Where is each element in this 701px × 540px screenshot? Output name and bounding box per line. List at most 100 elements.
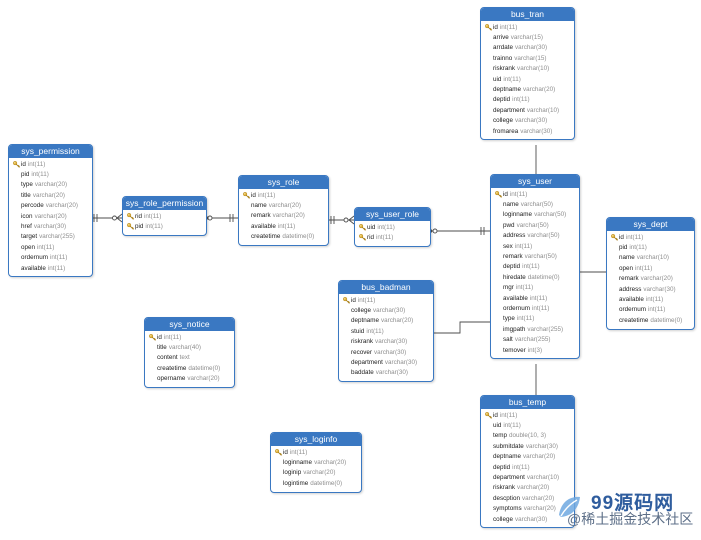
column-type: int(11): [515, 284, 534, 292]
column-name: deptid: [493, 463, 511, 471]
column-name: department: [351, 359, 383, 367]
column-type: varchar(30): [520, 127, 553, 135]
column-name: deptname: [493, 86, 522, 94]
column-name: sex: [503, 242, 513, 250]
column-type: int(11): [645, 296, 664, 304]
column-type: int(11): [531, 304, 550, 312]
column-type: int(11): [516, 315, 535, 323]
column-type: varchar(30): [643, 285, 676, 293]
column-name: pid: [21, 171, 30, 179]
table-header: bus_badman: [339, 281, 433, 294]
column-name: department: [493, 474, 525, 482]
column-type: int(11): [47, 264, 66, 272]
column-type: int(11): [522, 263, 540, 271]
column-type: varchar(10): [517, 65, 550, 73]
column-type: int(11): [366, 327, 384, 335]
column-type: varchar(30): [375, 369, 408, 377]
column-type: text: [179, 354, 190, 362]
column-name: loginip: [283, 469, 302, 477]
column-name: id: [21, 160, 26, 168]
watermark-brand: 99源码网: [591, 493, 675, 514]
column-name: riskrank: [493, 484, 516, 492]
column-type: int(11): [163, 333, 182, 341]
table-header: bus_temp: [481, 396, 574, 409]
column-name: riskrank: [351, 338, 374, 346]
column-name: rid: [135, 212, 142, 220]
column-name: available: [251, 222, 276, 230]
column-name: title: [157, 344, 167, 352]
column-name: id: [493, 411, 498, 419]
column-type: varchar(20): [303, 469, 336, 477]
column-type: varchar(10): [636, 254, 669, 262]
column-name: pwd: [503, 221, 515, 229]
column-type: varchar(30): [514, 44, 548, 52]
column-type: varchar(255): [527, 325, 564, 333]
column-name: college: [351, 307, 371, 315]
column-type: varchar(20): [523, 505, 556, 513]
column-name: riskrank: [493, 65, 516, 73]
table-header: sys_dept: [607, 218, 694, 231]
column-type: varchar(20): [272, 212, 305, 220]
column-type: varchar(15): [514, 54, 547, 62]
column-name: logintime: [283, 479, 309, 487]
column-type: int(11): [629, 244, 647, 252]
column-type: varchar(20): [34, 181, 68, 189]
column-name: ordernum: [503, 304, 530, 312]
column-type: varchar(50): [534, 211, 567, 219]
column-name: id: [283, 448, 288, 456]
column-type: datetime(0): [310, 479, 343, 487]
column-name: target: [21, 233, 38, 241]
key-icon: [495, 190, 503, 198]
column-type: int(3): [527, 346, 543, 354]
column-name: id: [503, 190, 508, 198]
column-type: int(11): [145, 223, 163, 231]
column-name: arrdate: [493, 44, 513, 52]
table-header: sys_role_permission: [123, 197, 206, 210]
column-name: submitdate: [493, 442, 524, 450]
column-type: varchar(10): [526, 106, 560, 114]
table-header: sys_notice: [145, 318, 234, 331]
column-type: int(11): [27, 160, 46, 168]
column-name: descption: [493, 494, 520, 502]
column-name: college: [493, 117, 513, 125]
column-name: rid: [367, 234, 374, 242]
column-type: varchar(30): [384, 359, 418, 367]
